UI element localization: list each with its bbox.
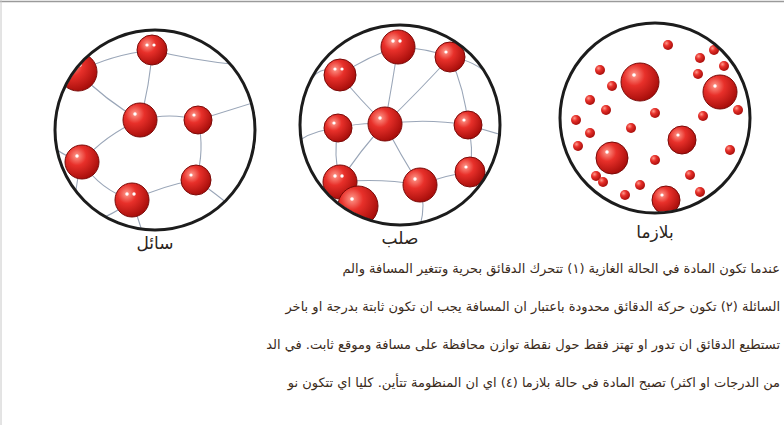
particle-highlight: [413, 177, 416, 180]
particle-highlight: [464, 165, 467, 168]
particle-highlight: [676, 133, 679, 136]
particle-highlight: [145, 43, 148, 46]
particle-highlight: [125, 192, 128, 195]
paragraph-line: عندما تكون المادة في الحالة الغازية (١) …: [250, 250, 780, 288]
solid-bonds: [300, 47, 502, 226]
particle-highlight: [133, 112, 136, 115]
particle: [368, 107, 402, 141]
electron: [693, 69, 703, 79]
electron: [620, 190, 630, 200]
circle-border: [55, 30, 255, 230]
particle: [123, 103, 157, 137]
electron: [695, 53, 705, 63]
particle-highlight: [462, 118, 465, 121]
particle-highlight: [333, 174, 336, 177]
particle-highlight: [378, 116, 381, 119]
particle-highlight: [605, 150, 608, 153]
frame-line: [1, 0, 2, 425]
electron: [601, 105, 611, 115]
particle: [324, 114, 352, 142]
particle: [324, 59, 356, 91]
paragraph-line: تستطيع الدقائق ان تدور او تهتز فقط حول ن…: [250, 326, 780, 364]
electron: [598, 177, 608, 187]
solid-ground: [300, 25, 500, 225]
electron: [571, 115, 581, 125]
particle-highlight: [398, 39, 401, 42]
electron: [607, 81, 617, 91]
circle-border: [300, 25, 500, 225]
particle-highlight: [132, 192, 135, 195]
electron: [695, 187, 705, 197]
electron: [663, 40, 673, 50]
liquid-bonds: [40, 50, 262, 240]
particle: [58, 209, 92, 243]
particle: [454, 111, 482, 139]
particle-highlight: [713, 84, 716, 87]
electron: [733, 105, 743, 115]
particle: [115, 183, 149, 217]
state-circle: بلازما: [556, 19, 754, 257]
paragraph-line: السائلة (٢) تكون حركة الدقائق محدودة باع…: [250, 288, 780, 326]
electron: [585, 128, 595, 138]
ion: [703, 75, 737, 109]
particle: [403, 168, 437, 202]
particle-highlight: [660, 193, 663, 196]
state-label: بلازما: [636, 221, 673, 243]
electron: [650, 108, 660, 118]
paragraph-line: من الدرجات او اكثر) تصبح المادة في حالة …: [250, 364, 780, 402]
circle-outline: [556, 19, 754, 217]
particle-highlight: [340, 67, 343, 70]
ion: [621, 63, 659, 101]
plasma-ground: [560, 23, 750, 213]
particle-highlight: [70, 63, 73, 66]
electron: [573, 141, 583, 151]
bond-line: [40, 54, 78, 72]
liquid-ground: [55, 30, 255, 230]
particle-highlight: [332, 121, 335, 124]
particle: [184, 106, 212, 134]
electron: [725, 145, 735, 155]
particle-highlight: [340, 174, 343, 177]
ion: [668, 126, 696, 154]
state-label: سائل: [136, 232, 173, 254]
particle-highlight: [391, 39, 394, 42]
electron: [685, 170, 695, 180]
particle-highlight: [75, 154, 78, 157]
particle: [65, 145, 99, 179]
circle-outline: [296, 21, 504, 229]
electron: [585, 95, 595, 105]
particle-highlight: [632, 73, 636, 77]
particle: [137, 35, 167, 65]
particle-highlight: [152, 43, 155, 46]
particle-highlight: [75, 218, 78, 221]
particle-highlight: [444, 50, 447, 53]
particle: [181, 165, 211, 195]
particle-highlight: [333, 67, 336, 70]
particle-highlight: [189, 173, 192, 176]
solid-particles: [323, 30, 485, 226]
electron: [719, 61, 729, 71]
circle-border: [560, 23, 750, 213]
particle: [381, 30, 415, 64]
circle-outline: [51, 26, 259, 234]
particle-highlight: [192, 113, 195, 116]
electron: [650, 155, 660, 165]
frame-line: [0, 1, 784, 3]
state-circle: صلب: [296, 21, 504, 269]
electron: [698, 111, 708, 121]
particle-highlight: [68, 218, 71, 221]
electron: [595, 65, 605, 75]
state-label: صلب: [382, 227, 419, 249]
particle-highlight: [350, 197, 354, 201]
liquid-particles: [58, 35, 212, 243]
state-circle: سائل: [51, 26, 259, 274]
body-text: عندما تكون المادة في الحالة الغازية (١) …: [250, 250, 780, 402]
electron: [626, 123, 636, 133]
electron: [635, 180, 645, 190]
ion: [596, 142, 628, 174]
